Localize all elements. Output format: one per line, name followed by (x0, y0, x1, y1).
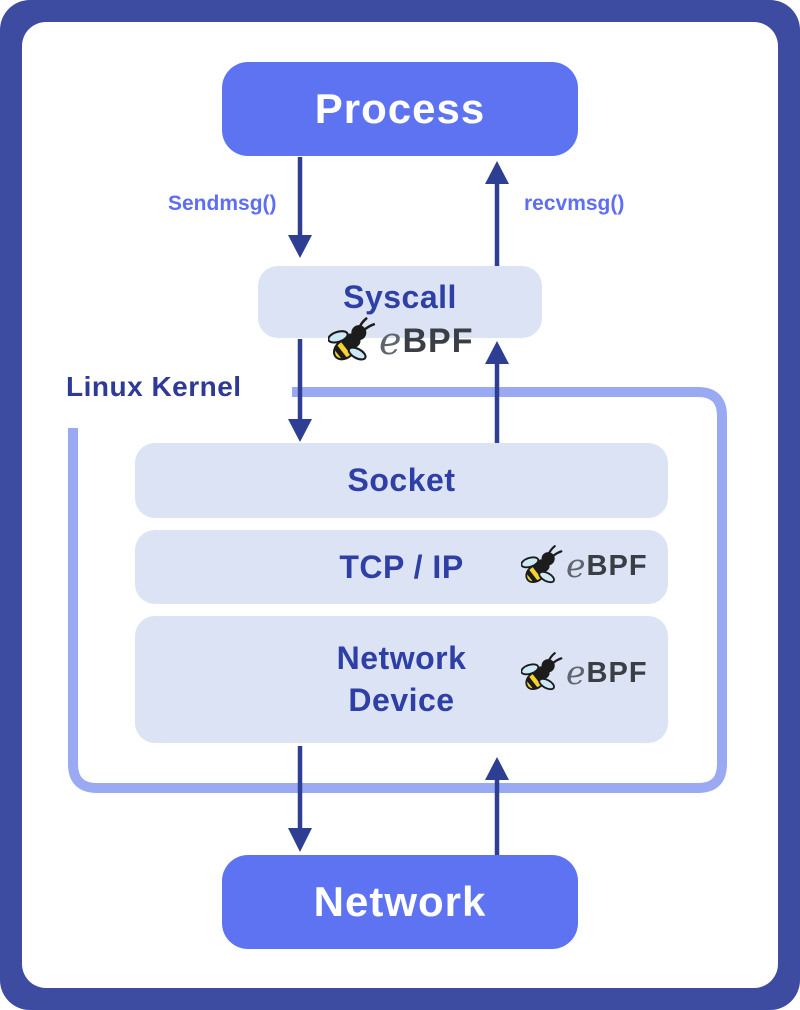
syscall-label: Syscall (343, 279, 457, 315)
ebpf-logo-e: e (566, 546, 586, 585)
process-label: Process (314, 85, 486, 132)
ebpf-logo-e: e (379, 319, 402, 363)
ebpf-bee-icon (521, 545, 563, 586)
socket-label: Socket (347, 462, 456, 498)
network-node: Network (222, 855, 578, 949)
recvmsg-label: recvmsg() (524, 192, 625, 215)
process-node: Process (222, 62, 578, 156)
ebpf-logo-e: e (566, 653, 586, 692)
linux-kernel-title: Linux Kernel (66, 371, 242, 402)
tcpip-layer: TCP / IP (135, 530, 668, 604)
ebpf-bee-icon (328, 317, 376, 364)
ebpf-logo-bpf: BPF (402, 322, 474, 360)
ebpf-bee-icon (521, 652, 563, 693)
socket-layer: Socket (135, 443, 668, 518)
network-label: Network (313, 878, 487, 925)
syscall-box: Syscall (258, 266, 542, 338)
ebpf-logo-bpf: BPF (586, 657, 648, 689)
sendmsg-label: Sendmsg() (168, 192, 277, 215)
network-device-label-line1: Network (336, 639, 467, 676)
network-device-label-line2: Device (348, 681, 455, 718)
network-device-label: Network Device (337, 638, 467, 721)
tcpip-label: TCP / IP (339, 548, 464, 585)
ebpf-logo-bpf: BPF (586, 550, 648, 582)
network-device-layer: Network Device (135, 616, 668, 743)
